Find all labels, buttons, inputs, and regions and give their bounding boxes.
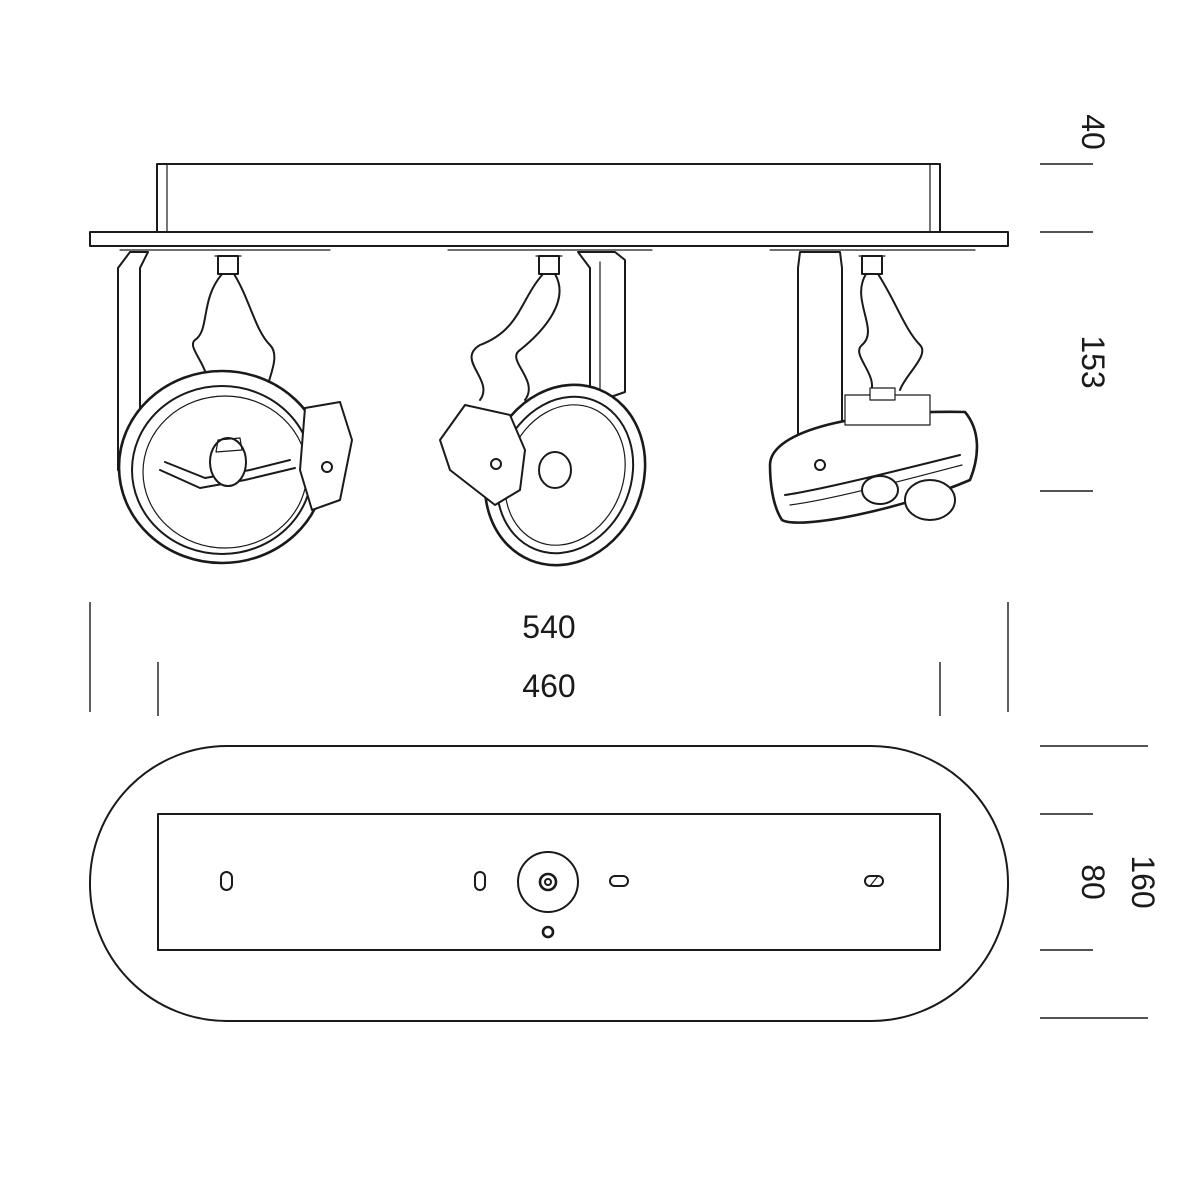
spotlight-right <box>768 251 979 524</box>
inner-box <box>157 813 941 951</box>
spotlight-left <box>117 251 353 565</box>
dim-plate-height: 40 <box>1075 114 1111 150</box>
dim-spot-height: 153 <box>1075 335 1111 388</box>
dim-plate-depth: 160 <box>1125 855 1161 908</box>
front-elevation <box>89 163 1009 567</box>
center-screw <box>541 925 555 939</box>
spotlight-center <box>439 251 647 567</box>
canopy-box <box>156 163 941 233</box>
slot-right <box>864 875 884 887</box>
center-hub <box>517 851 579 913</box>
slot-left <box>220 871 233 891</box>
dim-overall-width: 540 <box>522 609 575 645</box>
dim-inner-width: 460 <box>522 668 575 704</box>
slot-center-left <box>474 871 486 891</box>
plan-view <box>89 745 1009 1022</box>
dim-inner-depth: 80 <box>1075 864 1111 900</box>
dimension-lines <box>89 163 1148 1019</box>
slot-center-right <box>609 875 629 887</box>
mounting-plate <box>89 231 1009 247</box>
